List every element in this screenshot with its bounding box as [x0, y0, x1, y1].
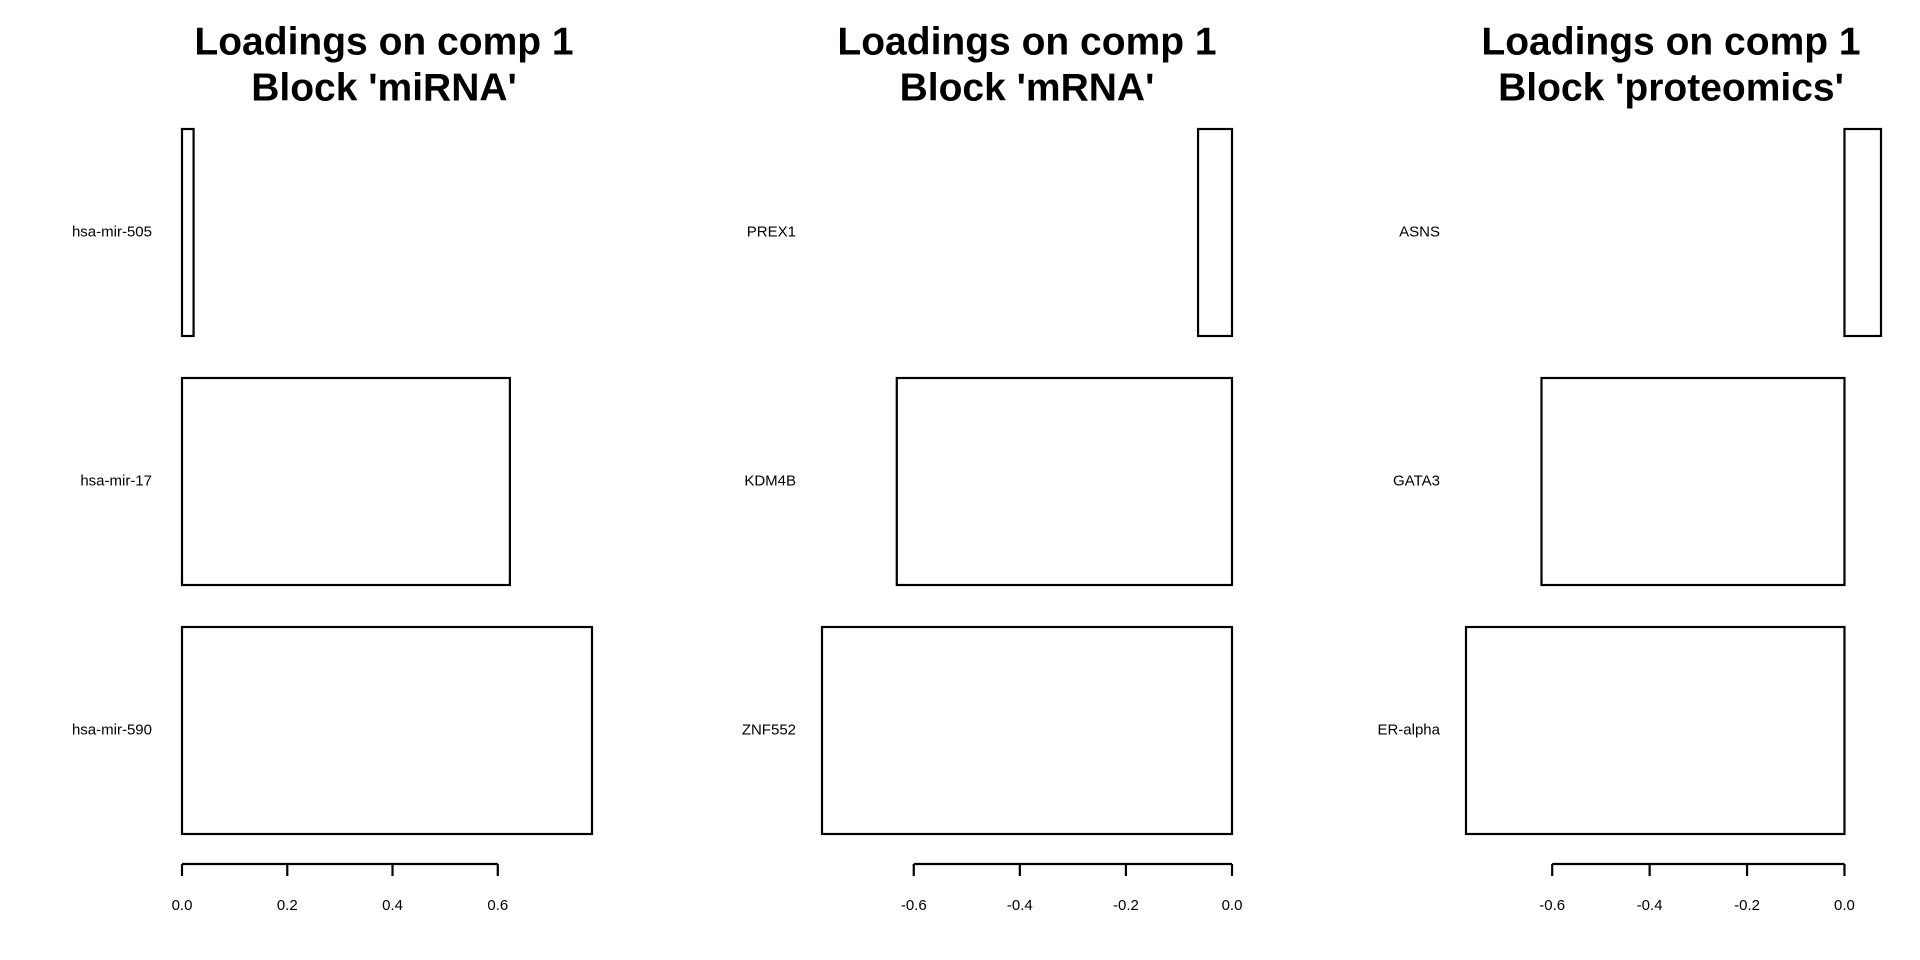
variable-label: ASNS: [1399, 223, 1440, 240]
bar-hsa-mir-505: [180, 127, 195, 338]
bar-gata3: [1540, 376, 1846, 587]
variable-label: hsa-mir-17: [80, 472, 152, 489]
panel-title-line-1: Loadings on comp 1: [837, 20, 1216, 63]
panel-title-line-2: Block 'miRNA': [251, 66, 517, 109]
variable-label: hsa-mir-505: [72, 223, 152, 240]
x-tick-label: 0.0: [172, 897, 193, 914]
bar-znf552: [820, 625, 1234, 836]
bar-prex1: [1196, 127, 1234, 338]
x-tick-label: 0.6: [487, 897, 508, 914]
x-tick-label: -0.6: [901, 897, 927, 914]
variable-label: hsa-mir-590: [72, 721, 152, 738]
variable-label: PREX1: [747, 223, 796, 240]
x-tick-label: -0.2: [1734, 897, 1760, 914]
variable-label: ER-alpha: [1377, 721, 1440, 738]
x-tick-label: -0.4: [1637, 897, 1663, 914]
bar-asns: [1843, 127, 1883, 338]
panel-title-line-1: Loadings on comp 1: [194, 20, 573, 63]
panel-title-line-2: Block 'mRNA': [900, 66, 1155, 109]
bar-kdm4b: [895, 376, 1234, 587]
x-tick-label: 0.2: [277, 897, 298, 914]
bar-er-alpha: [1464, 625, 1846, 836]
x-tick-label: -0.4: [1007, 897, 1033, 914]
bar-hsa-mir-17: [180, 376, 511, 587]
x-tick-label: -0.2: [1113, 897, 1139, 914]
x-tick-label: 0.0: [1834, 897, 1855, 914]
x-tick-label: 0.4: [382, 897, 403, 914]
variable-label: ZNF552: [742, 721, 796, 738]
variable-label: GATA3: [1393, 472, 1440, 489]
variable-label: KDM4B: [744, 472, 796, 489]
x-tick-label: -0.6: [1539, 897, 1565, 914]
x-tick-label: 0.0: [1222, 897, 1243, 914]
panel-title-line-2: Block 'proteomics': [1498, 66, 1844, 109]
panel-title-line-1: Loadings on comp 1: [1481, 20, 1860, 63]
bar-hsa-mir-590: [180, 625, 594, 836]
